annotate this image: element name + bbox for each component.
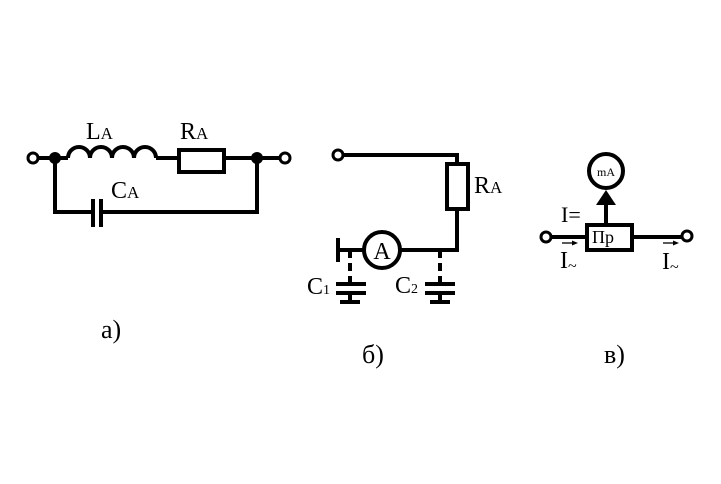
converter-box — [585, 223, 634, 252]
resistor-ra-a — [177, 148, 226, 174]
ac-current-in-label: I~ — [560, 248, 577, 275]
capacitor-c2-label: C2 — [395, 273, 418, 299]
converter-label: Пр — [592, 227, 614, 247]
terminal-right-c — [680, 229, 694, 243]
milliammeter — [587, 152, 625, 190]
dc-current-label: I= — [561, 202, 581, 227]
vector-arrow-left — [572, 240, 578, 246]
diagram-b: A RA C1 C2 б) — [307, 148, 503, 369]
diagram-c: mA Пр I= I~ I~ в) — [539, 152, 694, 369]
caption-c: в) — [604, 340, 625, 369]
vector-arrow-right — [673, 240, 679, 246]
diagram-a: LA RA CA а) — [26, 119, 292, 344]
milliammeter-label: mA — [597, 165, 615, 179]
capacitor-c1-label: C1 — [307, 274, 330, 300]
terminal-left-c — [539, 230, 553, 244]
inductor-label: LA — [86, 119, 114, 145]
capacitor-label-a: CA — [111, 178, 140, 204]
caption-a: а) — [101, 315, 121, 344]
arrow-head-up — [596, 190, 616, 205]
wire-b-1 — [343, 153, 459, 164]
caption-b: б) — [362, 340, 384, 369]
resistor-label-b: RA — [474, 173, 503, 199]
terminal-b — [331, 148, 345, 162]
wire-a-4 — [53, 158, 92, 214]
wire-b-2 — [401, 209, 459, 252]
resistor-ra-b — [445, 162, 470, 211]
resistor-label-a: RA — [180, 119, 209, 145]
wire-a-5 — [102, 158, 259, 214]
ac-current-out-label: I~ — [662, 249, 679, 276]
inductor-la — [66, 145, 158, 159]
ammeter-label: A — [373, 239, 391, 265]
terminal-right-a — [278, 151, 292, 165]
terminal-left-a — [26, 151, 40, 165]
